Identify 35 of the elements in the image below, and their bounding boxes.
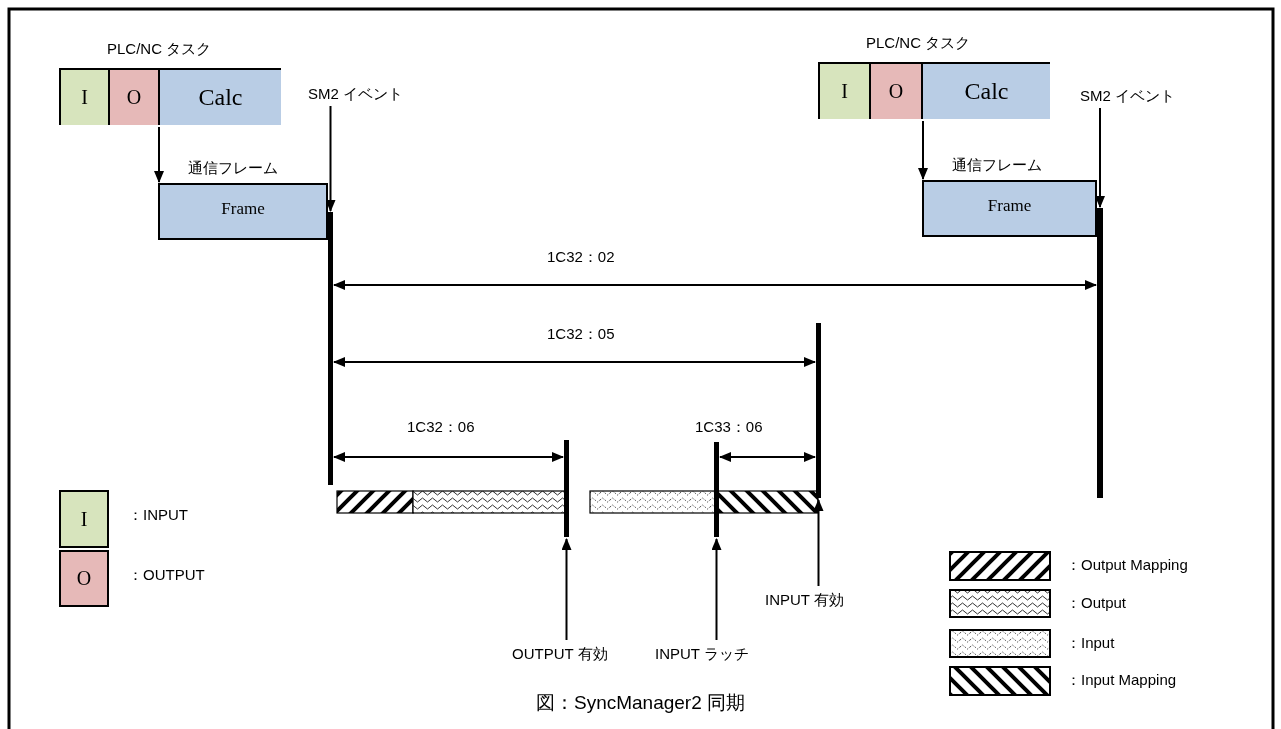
- event-label: SM2 イベント: [1080, 86, 1175, 106]
- timing-label: OUTPUT 有効: [512, 644, 608, 664]
- event-label: SM2 イベント: [308, 84, 403, 104]
- task-heading: PLC/NC タスク: [866, 34, 971, 52]
- legend-label: ：Output: [1066, 594, 1127, 612]
- input-segment: I: [61, 70, 110, 125]
- legend-swatch: I: [59, 490, 109, 548]
- arrow: [154, 126, 164, 183]
- arrow: [333, 280, 1097, 290]
- arrow: [719, 452, 816, 462]
- timing-label: INPUT 有効: [765, 590, 844, 610]
- legend-label: ：OUTPUT: [128, 566, 205, 584]
- arrow: [561, 538, 572, 641]
- legend-label: ：Input: [1066, 634, 1115, 652]
- input-segment: I: [820, 64, 871, 119]
- frame-heading: 通信フレーム: [952, 156, 1042, 174]
- arrow: [333, 452, 564, 462]
- output-segment: O: [871, 64, 923, 119]
- calc-segment: Calc: [160, 70, 281, 125]
- output-segment: O: [110, 70, 160, 125]
- frame-heading: 通信フレーム: [188, 159, 278, 177]
- frame-label: Frame: [220, 200, 266, 218]
- timing-label: INPUT ラッチ: [655, 644, 749, 664]
- legend-label: ：Input Mapping: [1066, 671, 1177, 689]
- arrow: [333, 357, 816, 367]
- arrow: [813, 499, 824, 587]
- frame-label: Frame: [986, 197, 1033, 215]
- arrow: [711, 538, 722, 641]
- caption: 図：SyncManager2 同期: [534, 692, 747, 714]
- arrow: [918, 120, 928, 180]
- calc-segment: Calc: [923, 64, 1050, 119]
- legend-swatch: O: [59, 550, 109, 607]
- legend-label: ：Output Mapping: [1066, 556, 1188, 574]
- legend-label: ：INPUT: [128, 506, 188, 524]
- task-heading: PLC/NC タスク: [107, 40, 212, 58]
